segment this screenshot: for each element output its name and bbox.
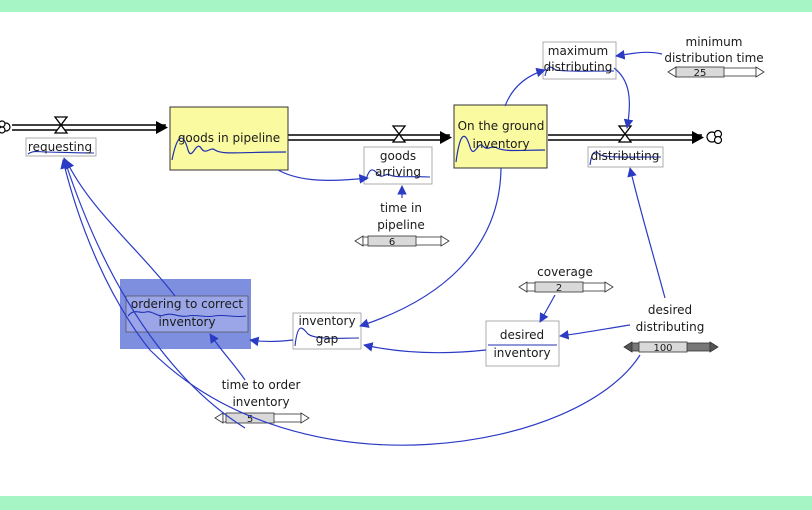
flow-pipe-goods-arriving [288,131,452,144]
slider-value: 6 [389,237,395,248]
flow-pipe-requesting [12,121,168,134]
distributing-label: distributing [591,149,660,163]
goods-arriving-valve-icon[interactable] [391,125,407,143]
ordering-to-correct-inventory-label-line2: inventory [158,315,215,329]
link-desired-distributing-to-requesting [60,159,641,446]
slider-minimum-distribution-time[interactable]: 25 [667,66,765,79]
on-the-ground-inventory-label-line1: On the ground [458,119,545,133]
link-max-to-distributing [613,67,634,129]
link-ordering-to-requesting [65,159,176,297]
var-distributing[interactable]: distributing [587,146,664,168]
time-to-order-inventory-label-line1: time to order [222,378,301,392]
slider-thumb[interactable] [675,66,725,78]
stock-goods-in-pipeline[interactable]: goods in pipeline [169,106,289,171]
slider-coverage[interactable]: 2 [518,281,614,294]
slider-value: 5 [247,414,253,425]
link-inventory-to-max-distributing [504,67,546,107]
var-maximum-distributing[interactable]: maximum distributing [542,41,617,80]
var-desired-inventory[interactable]: desired inventory [485,320,560,367]
distributing-valve-icon[interactable] [617,125,633,143]
link-min-time-to-max-distributing [615,50,663,60]
var-goods-arriving[interactable]: goods arriving [363,146,433,185]
link-time-to-order-to-ordering [209,333,246,381]
desired-inventory-label-line1: desired [500,328,544,342]
maximum-distributing-label-line2: distributing [544,60,613,74]
desired-distributing-label-line2: distributing [636,320,705,334]
causal-links [60,50,666,446]
link-inventory-to-gap [359,167,502,328]
var-inventory-gap[interactable]: inventory gap [292,312,362,350]
model-canvas: goods in pipeline On the ground inventor… [0,12,812,496]
slider-thumb[interactable] [225,412,275,424]
slider-value: 25 [694,68,707,79]
slider-desired-distributing[interactable]: 100 [623,341,719,354]
slider-thumb[interactable] [638,341,688,353]
sink-cloud-icon [706,129,723,145]
goods-arriving-label-line1: goods [380,149,416,163]
goods-arriving-label-line2: arriving [375,165,421,179]
var-ordering-to-correct-inventory[interactable]: ordering to correct inventory [125,295,249,333]
time-in-pipeline-label-line2: pipeline [377,218,425,232]
ordering-to-correct-inventory-label-line1: ordering to correct [131,297,244,311]
link-gap-to-ordering [249,336,294,347]
slider-thumb[interactable] [534,281,584,293]
source-cloud-icon [0,120,11,134]
slider-time-in-pipeline[interactable]: 6 [354,235,450,248]
link-time-to-order-to-requesting [62,157,246,429]
minimum-distribution-time-label-line1: minimum [686,35,743,49]
link-desired-inventory-to-gap [363,342,487,354]
slider-time-to-order-inventory[interactable]: 5 [214,412,310,425]
coverage-label: coverage [537,265,593,279]
time-in-pipeline-label-line1: time in [380,201,422,215]
stock-on-the-ground-inventory[interactable]: On the ground inventory [453,104,548,169]
requesting-label: requesting [28,140,92,154]
desired-distributing-label-line1: desired [648,303,692,317]
link-desired-distributing-to-distributing [627,167,666,299]
link-desired-distributing-to-desired-inventory [559,324,631,340]
desired-inventory-label-line2: inventory [493,346,550,360]
link-coverage-to-desired-inventory [539,294,556,323]
requesting-valve-icon[interactable] [53,116,69,134]
var-requesting[interactable]: requesting [25,137,97,157]
minimum-distribution-time-label-line2: distribution time [664,51,763,65]
link-pipeline-to-arriving [277,169,369,184]
inventory-gap-label-line1: inventory [298,314,355,328]
goods-in-pipeline-label: goods in pipeline [178,131,280,145]
time-to-order-inventory-label-line2: inventory [232,395,289,409]
slider-thumb[interactable] [367,235,417,247]
slider-value: 100 [653,343,672,354]
inventory-gap-label-line2: gap [316,332,339,346]
on-the-ground-inventory-label-line2: inventory [472,137,529,151]
maximum-distributing-label-line1: maximum [548,44,608,58]
slider-value: 2 [556,283,562,294]
